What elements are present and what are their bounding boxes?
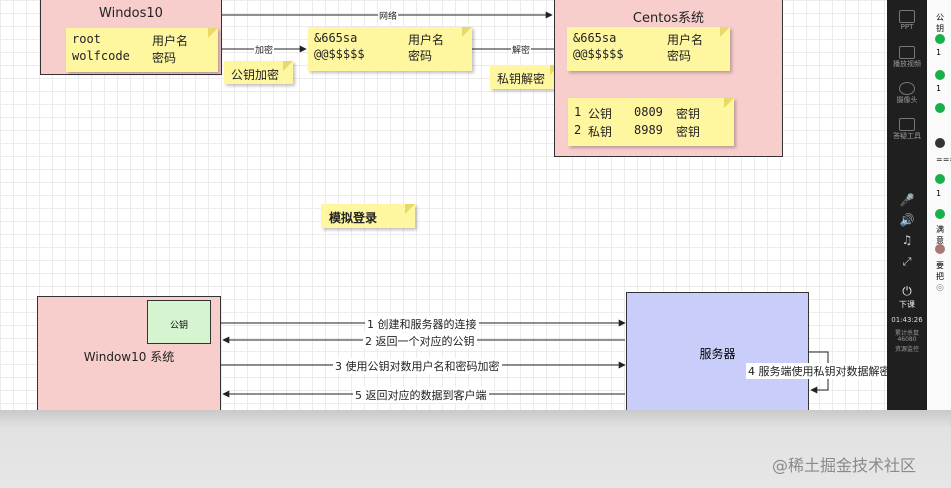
note-fold — [283, 61, 293, 71]
right-credentials-note[interactable]: &665sa 用户名 @@$$$$$ 密码 — [567, 27, 730, 71]
key-row1-type: 密钥 — [676, 107, 701, 121]
msg2-label: 2 返回一个对应的公钥 — [363, 333, 477, 349]
toolbar-video[interactable]: 播放视频 — [887, 46, 927, 69]
sim-login-text: 模拟登录 — [329, 211, 378, 225]
chat-avatar-icon — [935, 70, 945, 80]
encrypt-label: 加密 — [254, 43, 275, 56]
key-row2-name: 私钥 — [588, 125, 613, 139]
mic-icon[interactable]: 🎤 — [899, 193, 915, 207]
chat-msg: 1 — [936, 189, 942, 198]
privkey-decrypt-text: 私钥解密 — [497, 72, 546, 86]
stat-value: 46080 — [897, 336, 917, 343]
key-table-note[interactable]: 1 公钥 0809 密钥 2 私钥 8989 密钥 — [568, 98, 734, 146]
music-icon[interactable]: ♫ — [901, 233, 913, 247]
right-pass-label: 密码 — [667, 49, 692, 63]
chat-header: 公钥 — [936, 13, 944, 33]
note-fold — [462, 27, 472, 37]
centos-title: Centos系统 — [632, 11, 705, 26]
ppt-icon — [899, 10, 915, 23]
toolbar-qa[interactable]: 答疑工具 — [887, 118, 927, 141]
left-user-label: 用户名 — [152, 34, 189, 48]
note-fold — [720, 27, 730, 37]
windows10-title: Windos10 — [99, 6, 163, 21]
camera-icon — [899, 82, 915, 95]
chat-msg: 满意 — [936, 225, 944, 245]
chat-avatar-icon — [935, 209, 945, 219]
client-title: Window10 系统 — [83, 350, 175, 364]
client-box[interactable]: 公钥 Window10 系统 — [37, 296, 221, 410]
chat-panel: 公钥 1 1 === 1 满意 要把 ◎ — [927, 0, 951, 410]
decrypt-label: 解密 — [511, 43, 532, 56]
privkey-decrypt-note[interactable]: 私钥解密 — [490, 65, 560, 89]
key-row2-value: 8989 — [634, 123, 663, 137]
power-icon: ⏻ — [902, 284, 912, 298]
chat-avatar-icon — [935, 34, 945, 44]
left-pass-label: 密码 — [152, 51, 177, 65]
right-pass-value: @@$$$$$ — [573, 47, 624, 61]
chat-settings-icon[interactable]: ◎ — [936, 283, 944, 293]
stat-label: 累计杀鼠 — [894, 330, 919, 337]
qa-tools-icon — [899, 118, 915, 131]
speaker-icon[interactable]: 🔊 — [899, 213, 915, 227]
class-timer: 01:43:26 — [891, 316, 923, 324]
note-fold — [724, 98, 734, 108]
toolbar-video-label: 播放视频 — [893, 60, 921, 68]
toolbar-camera-label: 摄像头 — [896, 96, 918, 104]
fullscreen-icon[interactable]: ⤢ — [902, 255, 912, 268]
toolbar-ppt-label: PPT — [900, 23, 914, 31]
chat-avatar-icon — [935, 103, 945, 113]
left-user-value: root — [72, 32, 101, 46]
msg3-label: 3 使用公钥对数用户名和密码加密 — [333, 358, 502, 374]
left-credentials-note[interactable]: root 用户名 wolfcode 密码 — [66, 28, 218, 72]
chat-msg: 1 — [936, 84, 942, 93]
key-row2-type: 密钥 — [676, 125, 701, 139]
mid-user-value: &665sa — [314, 31, 358, 45]
bottom-band — [0, 410, 951, 488]
pubkey-encrypt-text: 公钥加密 — [231, 68, 280, 82]
mid-pass-value: @@$$$$$ — [314, 47, 365, 61]
server-box[interactable]: 服务器 — [626, 292, 809, 410]
key-row1-name: 公钥 — [588, 107, 613, 121]
note-fold — [208, 28, 218, 38]
key-row1-num: 1 — [574, 105, 582, 119]
client-pubkey-box[interactable]: 公钥 — [147, 300, 211, 344]
network-label: 网络 — [378, 9, 399, 22]
chat-avatar-icon — [935, 244, 945, 254]
live-toolbar: PPT 播放视频 摄像头 答疑工具 🎤 🔊 ♫ ⤢ ⏻ 下课 01:43:26 … — [887, 0, 927, 410]
watermark: @稀土掘金技术社区 — [772, 456, 917, 475]
msg4-label: 4 服务端使用私钥对数据解密 — [746, 363, 887, 379]
msg1-label: 1 创建和服务器的连接 — [365, 316, 479, 332]
diagram-canvas[interactable]: 网络 加密 解密 Windos10 root 用户名 wolfcode 密码 公… — [0, 0, 887, 410]
toolbar-qa-label: 答疑工具 — [893, 132, 921, 140]
end-class-button[interactable]: ⏻ 下课 — [887, 284, 927, 310]
end-class-label: 下课 — [899, 300, 915, 309]
right-user-label: 用户名 — [667, 33, 704, 47]
right-user-value: &665sa — [573, 31, 617, 45]
resource-monitor-label: 资源监控 — [894, 346, 919, 353]
client-pubkey-label: 公钥 — [169, 321, 188, 331]
play-video-icon — [899, 46, 915, 59]
toolbar-camera[interactable]: 摄像头 — [887, 82, 927, 105]
chat-msg: === — [936, 155, 951, 164]
key-row2-num: 2 — [574, 123, 582, 137]
middle-encrypted-note[interactable]: &665sa 用户名 @@$$$$$ 密码 — [308, 27, 472, 71]
left-pass-value: wolfcode — [72, 49, 130, 63]
mid-pass-label: 密码 — [408, 49, 433, 63]
chat-msg: 要把 — [936, 261, 944, 281]
server-title: 服务器 — [699, 347, 736, 361]
key-row1-value: 0809 — [634, 105, 663, 119]
mid-user-label: 用户名 — [408, 33, 445, 47]
pubkey-encrypt-note[interactable]: 公钥加密 — [224, 61, 293, 84]
sim-login-note[interactable]: 模拟登录 — [321, 204, 415, 228]
msg5-label: 5 返回对应的数据到客户端 — [353, 387, 489, 403]
toolbar-ppt[interactable]: PPT — [887, 10, 927, 31]
chat-avatar-icon — [935, 138, 945, 148]
chat-avatar-icon — [935, 174, 945, 184]
chat-msg: 1 — [936, 48, 942, 57]
note-fold — [405, 204, 415, 214]
